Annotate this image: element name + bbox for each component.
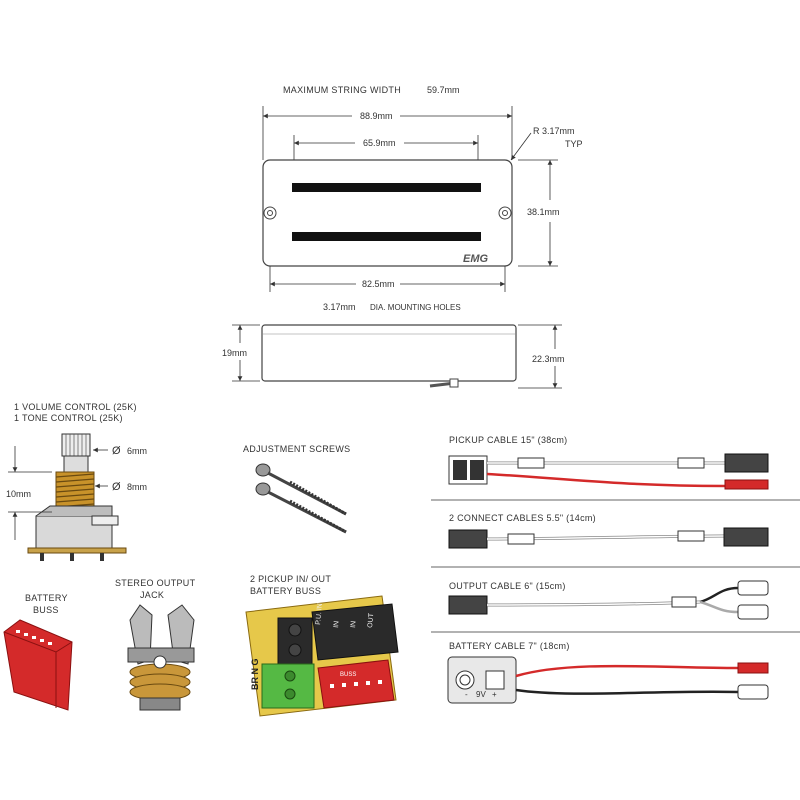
- svg-text:P.U. IN: P.U. IN: [315, 603, 324, 625]
- hole-dia-value: 3.17mm: [323, 302, 356, 312]
- height-label: 38.1mm: [527, 207, 560, 217]
- jack-label-1: STEREO OUTPUT: [115, 578, 196, 588]
- inner-width-label: 65.9mm: [363, 138, 396, 148]
- cables-panel: PICKUP CABLE 15" (38cm) 2 CONNECT CABLES…: [431, 435, 800, 704]
- pickup-body: [262, 159, 513, 267]
- radius-label: R 3.17mm: [533, 126, 575, 136]
- black-connector-pins: P.U. IN IN IN OUT: [315, 603, 375, 628]
- svg-text:IN: IN: [333, 621, 341, 629]
- screw-2: [255, 482, 347, 534]
- pickup-top-view: MAXIMUM STRING WIDTH 59.7mm 88.9mm 65.9m…: [262, 85, 583, 312]
- green-block-label: BR N G: [250, 659, 260, 691]
- bar-magnet-bottom: [292, 232, 481, 241]
- hole-dia-label: DIA. MOUNTING HOLES: [370, 303, 461, 312]
- pickup-side-view: 19mm 22.3mm: [222, 324, 565, 389]
- tone-control-label: 1 TONE CONTROL (25K): [14, 413, 123, 423]
- connect-cable-label: 2 CONNECT CABLES 5.5" (14cm): [449, 513, 596, 523]
- battery-buss: BATTERY BUSS: [3, 593, 73, 711]
- battery-plus: +: [492, 690, 497, 699]
- shaft-dia-label: 6mm: [127, 446, 147, 456]
- battery-minus: -: [465, 690, 468, 699]
- adjustment-screws: ADJUSTMENT SCREWS: [243, 444, 350, 534]
- side-height-left: 19mm: [222, 348, 247, 358]
- shaft-dia-symbol: Ø: [112, 445, 121, 457]
- emg-logo: EMG: [463, 253, 489, 265]
- radius-note: TYP: [565, 139, 583, 149]
- bushing-len-label: 10mm: [6, 489, 31, 499]
- battery-buss-label-2: BUSS: [33, 605, 59, 615]
- battery-cable: BATTERY CABLE 7" (18cm) 9V - +: [447, 641, 769, 704]
- volume-control-label: 1 VOLUME CONTROL (25K): [14, 402, 137, 412]
- pickup-cable: PICKUP CABLE 15" (38cm): [448, 435, 769, 490]
- pcb-label-2: BATTERY BUSS: [250, 586, 321, 596]
- outer-width-label: 88.9mm: [360, 111, 393, 121]
- screw-1: [255, 463, 347, 516]
- bushing-dia-label: 8mm: [127, 482, 147, 492]
- max-string-width-value: 59.7mm: [427, 85, 460, 95]
- output-cable-label: OUTPUT CABLE 6" (15cm): [449, 581, 566, 591]
- pcb-label-1: 2 PICKUP IN/ OUT: [250, 574, 331, 584]
- svg-text:OUT: OUT: [367, 612, 375, 628]
- potentiometer-group: 1 VOLUME CONTROL (25K) 1 TONE CONTROL (2…: [6, 402, 147, 561]
- battery-buss-label-1: BATTERY: [25, 593, 68, 603]
- jack-label-2: JACK: [140, 590, 164, 600]
- red-connector-label: BUSS: [340, 672, 356, 678]
- hole-spacing-label: 82.5mm: [362, 279, 395, 289]
- output-cable: OUTPUT CABLE 6" (15cm): [448, 580, 769, 620]
- pickup-cable-label: PICKUP CABLE 15" (38cm): [449, 435, 567, 445]
- bar-magnet-top: [292, 183, 481, 192]
- max-string-width-label: MAXIMUM STRING WIDTH: [283, 85, 401, 95]
- svg-text:IN: IN: [350, 621, 358, 629]
- bushing-dia-symbol: Ø: [112, 481, 121, 493]
- battery-clip-label: 9V: [476, 690, 486, 699]
- side-height-right: 22.3mm: [532, 354, 565, 364]
- screws-label: ADJUSTMENT SCREWS: [243, 444, 350, 454]
- stereo-output-jack: STEREO OUTPUT JACK: [115, 578, 196, 711]
- connect-cable: 2 CONNECT CABLES 5.5" (14cm): [448, 513, 769, 549]
- battery-cable-label: BATTERY CABLE 7" (18cm): [449, 641, 570, 651]
- pickup-pcb: 2 PICKUP IN/ OUT BATTERY BUSS P.U. IN IN…: [245, 574, 399, 717]
